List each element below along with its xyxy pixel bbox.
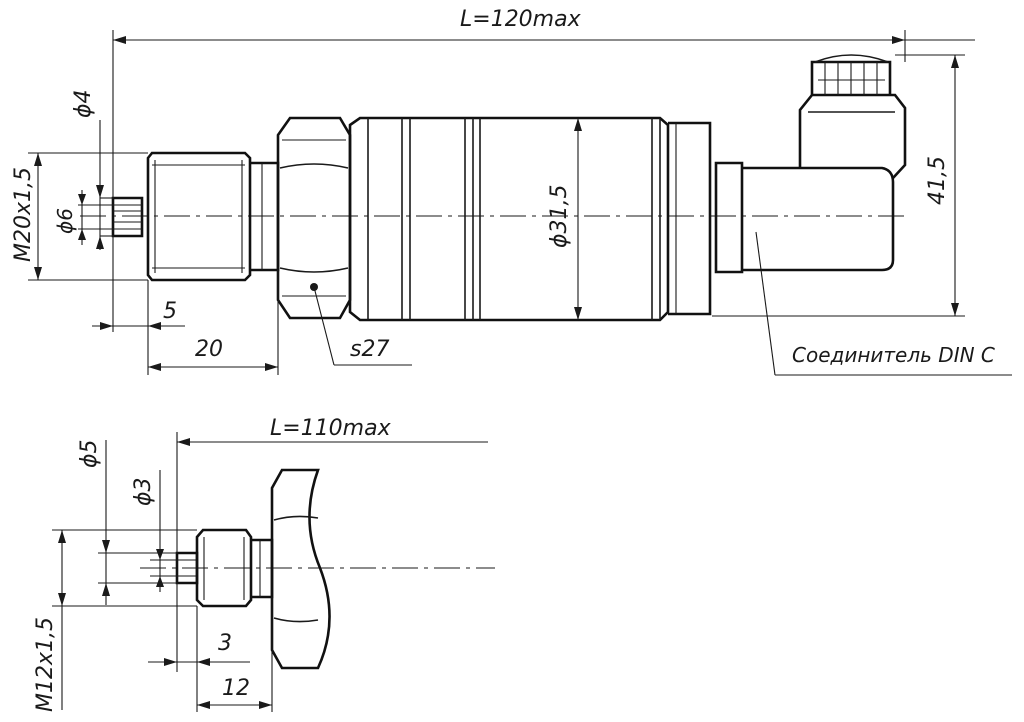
top-body-dia-label: ϕ31,5 [547,185,572,249]
top-thread-dimension: M20x1,5 [11,152,148,281]
top-hole-dia-dimension: ϕ6 [53,190,113,245]
bottom-len3-dimension: 3 [148,583,250,712]
top-length-label: L=120max [460,7,582,32]
top-tip [111,196,144,238]
bottom-len3-label: 3 [218,631,232,656]
bottom-length-label: L=110max [270,416,392,441]
bottom-dia5-label: ϕ5 [77,439,102,468]
top-length-dimension: L=120max [112,7,975,198]
top-body-dia-dimension: ϕ31,5 [547,118,582,320]
top-len5-dimension: 5 [92,236,185,375]
top-hex-leader: s27 [313,286,412,366]
bottom-dia3-label: ϕ3 [131,477,156,506]
top-len20-label: 20 [195,337,223,362]
top-tip-dia-label: ϕ4 [71,89,96,118]
bottom-dia5-dimension: ϕ5 [77,439,177,605]
top-din-connector [714,54,907,274]
top-len5-label: 5 [163,299,177,324]
top-height-label: 41,5 [925,156,950,205]
bottom-fitting-view: L=110max ϕ5 ϕ3 M12x1,5 [33,416,495,712]
bottom-thread-dimension: M12x1,5 [33,529,197,712]
top-connector-label: Соединитель DIN C [792,343,995,367]
top-sensor-view: L=120max 41,5 ϕ31,5 ϕ4 [11,7,1012,376]
bottom-len12-label: 12 [222,676,250,701]
bottom-dia3-dimension: ϕ3 [131,470,177,592]
top-height-dimension: 41,5 [712,54,965,317]
bottom-length-dimension: L=110max [176,416,488,553]
top-hex-label: s27 [350,337,389,362]
top-main-body [348,116,712,322]
top-len20-dimension: 20 [148,270,279,375]
top-thread-label: M20x1,5 [11,167,36,262]
top-threaded-fitting [146,151,280,282]
top-connector-leader: Соединитель DIN C [755,231,1012,376]
top-tip-dia-dimension: ϕ4 [71,89,113,250]
bottom-hex-partial [270,468,331,670]
bottom-thread-label: M12x1,5 [33,617,58,712]
top-hex-nut [276,116,352,320]
top-hole-dia-label: ϕ6 [53,208,77,234]
bottom-len12-dimension: 12 [197,597,273,712]
